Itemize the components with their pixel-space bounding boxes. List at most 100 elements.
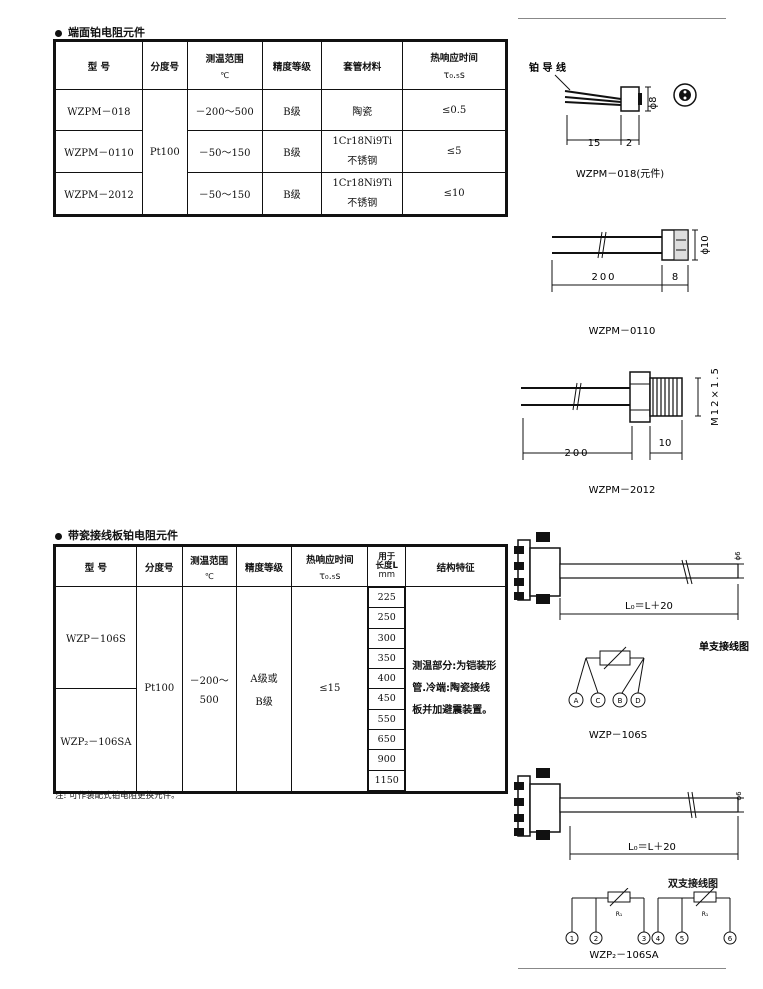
- figure-wzpm-2012: M12×1.5 200 10 WZPM－2012: [521, 366, 721, 496]
- terminal-c: [590, 692, 606, 708]
- length-item: 650: [368, 729, 406, 751]
- cell-response: ≤15: [291, 586, 369, 792]
- terminal-label: B: [618, 697, 623, 705]
- cell-model: WZPM－018: [55, 89, 143, 131]
- cell-response: ≤10: [402, 172, 506, 215]
- section1-title: 端面铂电阻元件: [55, 24, 145, 40]
- length-item: 250: [368, 607, 406, 629]
- header-material: 套管材料: [321, 41, 404, 90]
- terminal-label: 3: [642, 935, 646, 943]
- header-range: 测温范围℃: [181, 546, 237, 587]
- cell-range: －50～150: [186, 172, 263, 215]
- length-item: 450: [368, 688, 406, 710]
- figure-caption: WZPM－0110: [589, 326, 656, 337]
- cell-accuracy: B级: [261, 89, 323, 131]
- dim-head: 8: [672, 272, 678, 283]
- cell-accuracy: B级: [261, 130, 323, 173]
- terminal-d: [630, 692, 646, 708]
- terminal-label: A: [574, 697, 579, 705]
- terminal-3: [637, 931, 651, 945]
- length-list: 225 250 300 350 400 450 550 650 900 1150: [368, 586, 406, 791]
- lead-label: 铂 导 线: [529, 61, 566, 74]
- element-body: [620, 86, 640, 112]
- terminal-label: 6: [728, 935, 733, 943]
- length-item: 400: [368, 668, 406, 690]
- figure-wzpm-018: 铂 导 线 ϕ8 15 2 WZPM－018(元件): [529, 61, 697, 180]
- header-accuracy: 精度等级: [235, 546, 293, 587]
- cell-graduation: Pt100: [141, 89, 188, 215]
- terminal-label: C: [596, 697, 601, 705]
- dim-thread: M12×1.5: [710, 366, 721, 426]
- terminal-6: [723, 931, 737, 945]
- dim-thread-length: 10: [659, 438, 672, 449]
- figure-wzpm-0110: ϕ10 200 8 WZPM－0110: [551, 229, 711, 337]
- dim-length: L₀＝L＋20: [628, 842, 676, 853]
- divider: [518, 18, 726, 19]
- cell-range: －200～500: [186, 89, 263, 131]
- length-item: 225: [368, 586, 406, 609]
- terminal-label: 4: [656, 935, 661, 943]
- terminal-block: [529, 547, 561, 597]
- dim-length: 200: [564, 448, 589, 459]
- element-nut: [629, 371, 651, 423]
- terminal-block: [529, 783, 561, 833]
- cell-model: WZPM－0110: [55, 130, 143, 173]
- cell-model: WZP－106S: [55, 585, 137, 690]
- dim-diameter: ϕ6: [734, 551, 742, 561]
- dim-length: 200: [591, 272, 616, 283]
- header-graduation: 分度号: [141, 41, 188, 90]
- terminal-label: 1: [570, 935, 574, 943]
- resistor-label: R₁: [702, 911, 709, 918]
- length-item: 1150: [368, 769, 406, 791]
- footnote: 注: 可作装配式铂电阻更换元件。: [55, 791, 180, 801]
- length-item: 550: [368, 708, 406, 731]
- terminal-1: [565, 931, 579, 945]
- terminal-5: [675, 931, 689, 945]
- cell-model: WZPM－2012: [55, 172, 143, 215]
- header-accuracy: 精度等级: [261, 41, 323, 90]
- cell-graduation: Pt100: [135, 586, 183, 792]
- cell-range: －50～150: [186, 130, 263, 173]
- cell-response: ≤0.5: [402, 89, 506, 131]
- table-row: WZPM－018 Pt100 －200～500 B级 陶瓷 ≤0.5: [55, 89, 506, 215]
- figure-caption: WZP－106S: [589, 730, 647, 741]
- length-item: 300: [368, 627, 406, 649]
- figure-caption: 单支接线图: [699, 640, 749, 653]
- terminal-label: D: [635, 697, 640, 705]
- dim-diameter: ϕ8: [648, 97, 659, 110]
- cell-material: 陶瓷: [321, 89, 404, 131]
- cell-lengths: 225 250 300 350 400 450 550 650 900 1150: [367, 586, 407, 792]
- sheath-tube: [559, 563, 739, 579]
- cell-range: －200～500: [181, 586, 237, 792]
- figure-double-probe: ϕ6 L₀＝L＋20: [514, 768, 744, 860]
- dim-length: 15: [588, 138, 601, 149]
- figure-single-probe: ϕ6 L₀＝L＋20 单支接线图: [514, 532, 749, 653]
- cell-response: ≤5: [402, 130, 506, 173]
- length-item: 350: [368, 647, 406, 670]
- figure-caption: WZP₂－106SA: [589, 950, 658, 961]
- divider: [518, 968, 726, 969]
- cell-accuracy: B级: [261, 172, 323, 215]
- resistor-label: R₁: [616, 911, 623, 918]
- terminal-4: [651, 931, 665, 945]
- figure-caption: 双支接线图: [668, 879, 718, 890]
- header-structure: 结构特征: [405, 546, 506, 587]
- terminal-label: 2: [594, 935, 598, 943]
- bullet-icon: [55, 29, 62, 37]
- header-model: 型 号: [55, 546, 137, 587]
- cell-structure: 测温部分:为铠装形管.冷端:陶瓷接线板并加避震装置。: [405, 586, 506, 792]
- terminal-label: 5: [680, 935, 684, 943]
- terminal-a: [568, 692, 584, 708]
- length-item: 900: [368, 749, 406, 771]
- dim-diameter: ϕ10: [700, 235, 711, 254]
- header-graduation: 分度号: [135, 546, 183, 587]
- sheath-tube: [559, 797, 739, 813]
- figure-caption: WZPM－2012: [589, 485, 656, 496]
